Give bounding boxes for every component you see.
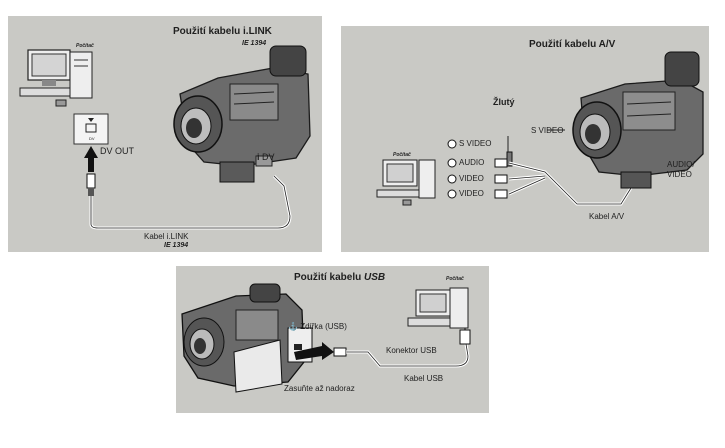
audio-video-label-2: VIDEO — [667, 170, 692, 179]
s-video-jack-icon — [447, 139, 457, 149]
yellow-label: Žlutý — [493, 97, 515, 107]
dv-out-label: DV OUT — [100, 146, 135, 156]
audio-label: AUDIO — [459, 158, 485, 167]
s-video-left-label: S VIDEO — [459, 139, 492, 148]
video-label-2: VIDEO — [459, 189, 484, 198]
av-panel: Použití kabelu A/V Žlutý S VIDEO S VIDEO… — [341, 26, 709, 252]
computer-label: Počítač — [446, 276, 464, 282]
ilink-panel: DV Použití kabelu i.LINK IE 1394 Počítač… — [8, 16, 322, 252]
cable-ie-label: IE 1394 — [164, 242, 189, 249]
camcorder-icon — [181, 283, 313, 393]
computer-icon — [376, 159, 436, 206]
usb-illustration — [181, 283, 471, 393]
usb-connector-label: Konektor USB — [386, 346, 437, 355]
ilink-title: Použití kabelu i.LINK — [173, 26, 272, 37]
av-cable-label: Kabel A/V — [589, 212, 625, 221]
dv-label: i DV — [257, 152, 275, 162]
computer-icon — [19, 49, 93, 107]
camcorder-icon — [173, 45, 311, 183]
computer-icon — [407, 287, 469, 329]
plug-icon — [86, 173, 96, 189]
usb-panel: Použití kabelu USB Počítač ⚓ Zdířka (USB… — [176, 266, 489, 413]
av-illustration — [376, 51, 704, 206]
ilink-illustration: DV — [19, 45, 311, 230]
camcorder-icon — [572, 51, 704, 189]
ilink-ie-label: IE 1394 — [242, 40, 267, 47]
usb-title: Použití kabelu USB — [294, 272, 386, 283]
av-title: Použití kabelu A/V — [529, 39, 616, 50]
usb-socket-label: ⚓ Zdířka (USB) — [288, 322, 347, 331]
s-video-right-label: S VIDEO — [531, 126, 564, 135]
computer-label: Počítač — [76, 43, 94, 49]
arrow-right-icon — [294, 342, 334, 360]
dv-port-box — [73, 113, 109, 145]
insert-instruction: Zasuňte až nadoraz — [284, 384, 355, 393]
audio-video-label-1: AUDIO/ — [667, 160, 695, 169]
usb-plug-icon — [333, 347, 347, 357]
usb-cable-label: Kabel USB — [404, 374, 444, 383]
svg-text:DV: DV — [89, 136, 95, 141]
video-label-1: VIDEO — [459, 174, 484, 183]
arrow-up-icon — [84, 146, 98, 172]
cable-label: Kabel i.LINK — [144, 232, 189, 241]
computer-label: Počítač — [393, 152, 411, 158]
